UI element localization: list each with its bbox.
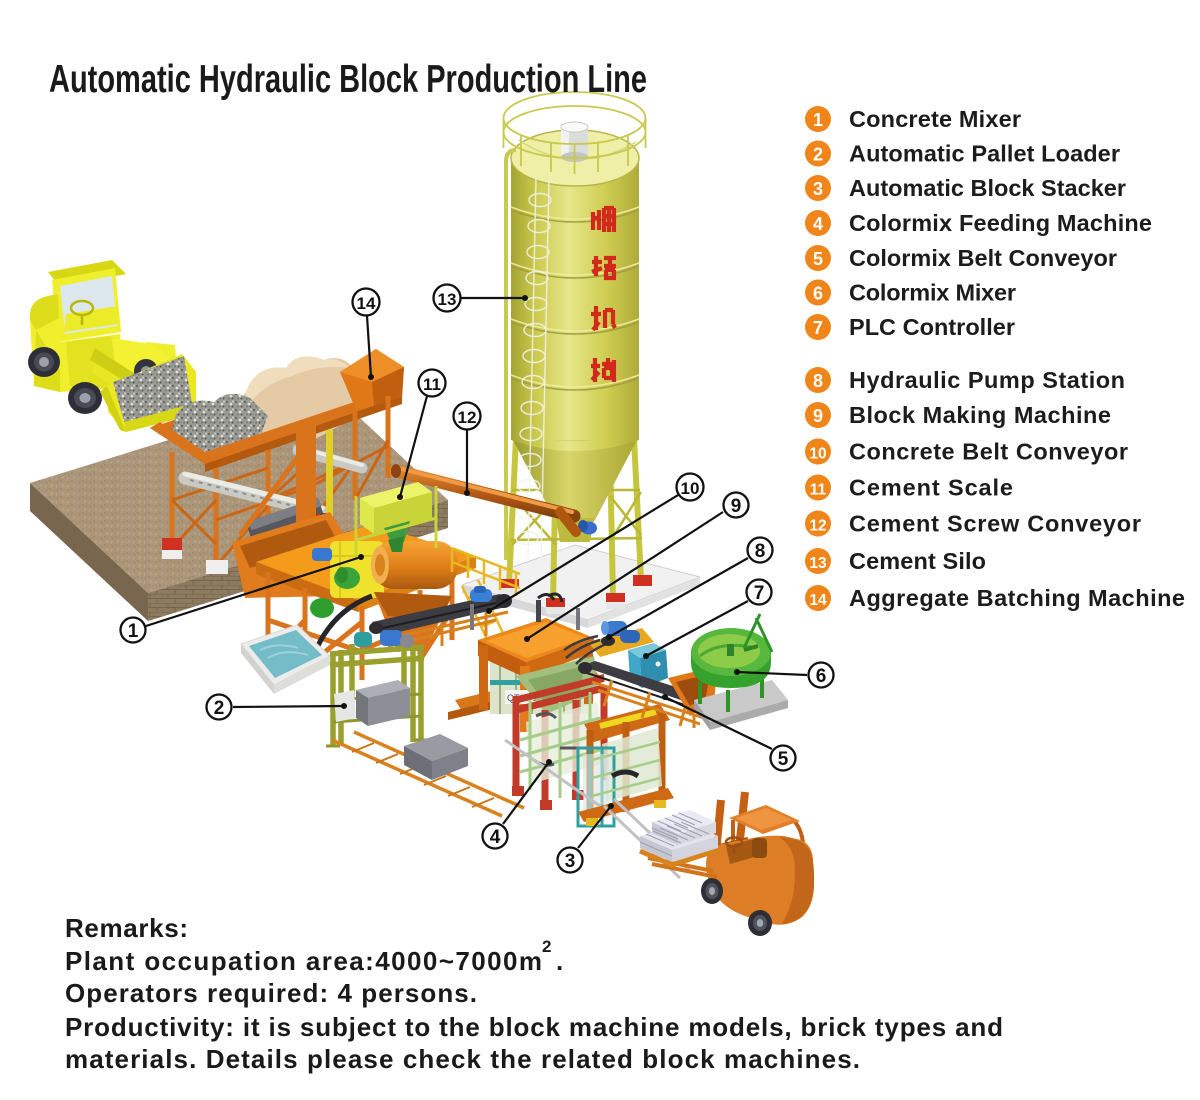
svg-text:Colormix Mixer: Colormix Mixer xyxy=(849,280,1016,306)
svg-text:12: 12 xyxy=(809,518,826,535)
svg-text:Cement Scale: Cement Scale xyxy=(849,475,1013,501)
svg-text:Productivity: it is subject to: Productivity: it is subject to the block… xyxy=(65,1012,1003,1042)
svg-text:.: . xyxy=(556,946,563,976)
svg-text:7: 7 xyxy=(813,318,823,338)
svg-text:14: 14 xyxy=(357,294,376,313)
svg-text:10: 10 xyxy=(809,446,826,463)
svg-text:Hydraulic Pump Station: Hydraulic Pump Station xyxy=(849,367,1125,393)
svg-text:Operators required: 4 persons.: Operators required: 4 persons. xyxy=(65,978,477,1008)
svg-text:PLC Controller: PLC Controller xyxy=(849,314,1015,340)
svg-text:Automatic Hydraulic Block Prod: Automatic Hydraulic Block Production Lin… xyxy=(49,58,647,101)
svg-text:11: 11 xyxy=(810,482,827,499)
svg-text:13: 13 xyxy=(809,555,827,572)
svg-text:Concrete Mixer: Concrete Mixer xyxy=(849,106,1021,132)
svg-text:3: 3 xyxy=(565,851,576,872)
svg-text:4: 4 xyxy=(490,827,501,848)
svg-text:2: 2 xyxy=(813,145,823,165)
svg-text:Remarks:: Remarks: xyxy=(65,913,188,943)
svg-text:1: 1 xyxy=(813,110,823,130)
svg-text:6: 6 xyxy=(816,666,827,687)
svg-text:3: 3 xyxy=(813,179,823,199)
svg-text:2: 2 xyxy=(542,937,551,956)
svg-text:Colormix Belt Conveyor: Colormix Belt Conveyor xyxy=(849,245,1117,271)
svg-text:Automatic Pallet Loader: Automatic Pallet Loader xyxy=(849,141,1120,167)
svg-text:Colormix Feeding Machine: Colormix Feeding Machine xyxy=(849,210,1152,236)
svg-text:Block Making Machine: Block Making Machine xyxy=(849,402,1111,428)
svg-text:4: 4 xyxy=(813,214,823,234)
svg-text:7: 7 xyxy=(754,583,765,604)
svg-text:8: 8 xyxy=(755,541,766,562)
svg-text:8: 8 xyxy=(813,371,823,391)
svg-text:9: 9 xyxy=(813,406,823,426)
svg-text:5: 5 xyxy=(813,249,823,269)
svg-text:Aggregate Batching Machine: Aggregate Batching Machine xyxy=(849,585,1185,611)
svg-text:11: 11 xyxy=(423,375,441,394)
svg-text:Automatic Block Stacker: Automatic Block Stacker xyxy=(849,175,1126,201)
svg-text:9: 9 xyxy=(731,496,742,517)
svg-text:10: 10 xyxy=(681,479,700,498)
svg-text:5: 5 xyxy=(778,749,789,770)
svg-text:Cement Silo: Cement Silo xyxy=(849,548,986,574)
svg-text:13: 13 xyxy=(438,290,457,309)
svg-text:6: 6 xyxy=(813,284,823,304)
svg-text:1: 1 xyxy=(128,621,139,642)
svg-text:12: 12 xyxy=(458,408,477,427)
svg-text:14: 14 xyxy=(809,592,827,609)
svg-text:Cement Screw Conveyor: Cement Screw Conveyor xyxy=(849,511,1141,537)
svg-text:Plant occupation area:4000~700: Plant occupation area:4000~7000m xyxy=(65,946,542,976)
svg-text:2: 2 xyxy=(214,698,225,719)
svg-text:Concrete Belt Conveyor: Concrete Belt Conveyor xyxy=(849,439,1128,465)
svg-text:materials. Details please chec: materials. Details please check the rela… xyxy=(65,1044,860,1074)
